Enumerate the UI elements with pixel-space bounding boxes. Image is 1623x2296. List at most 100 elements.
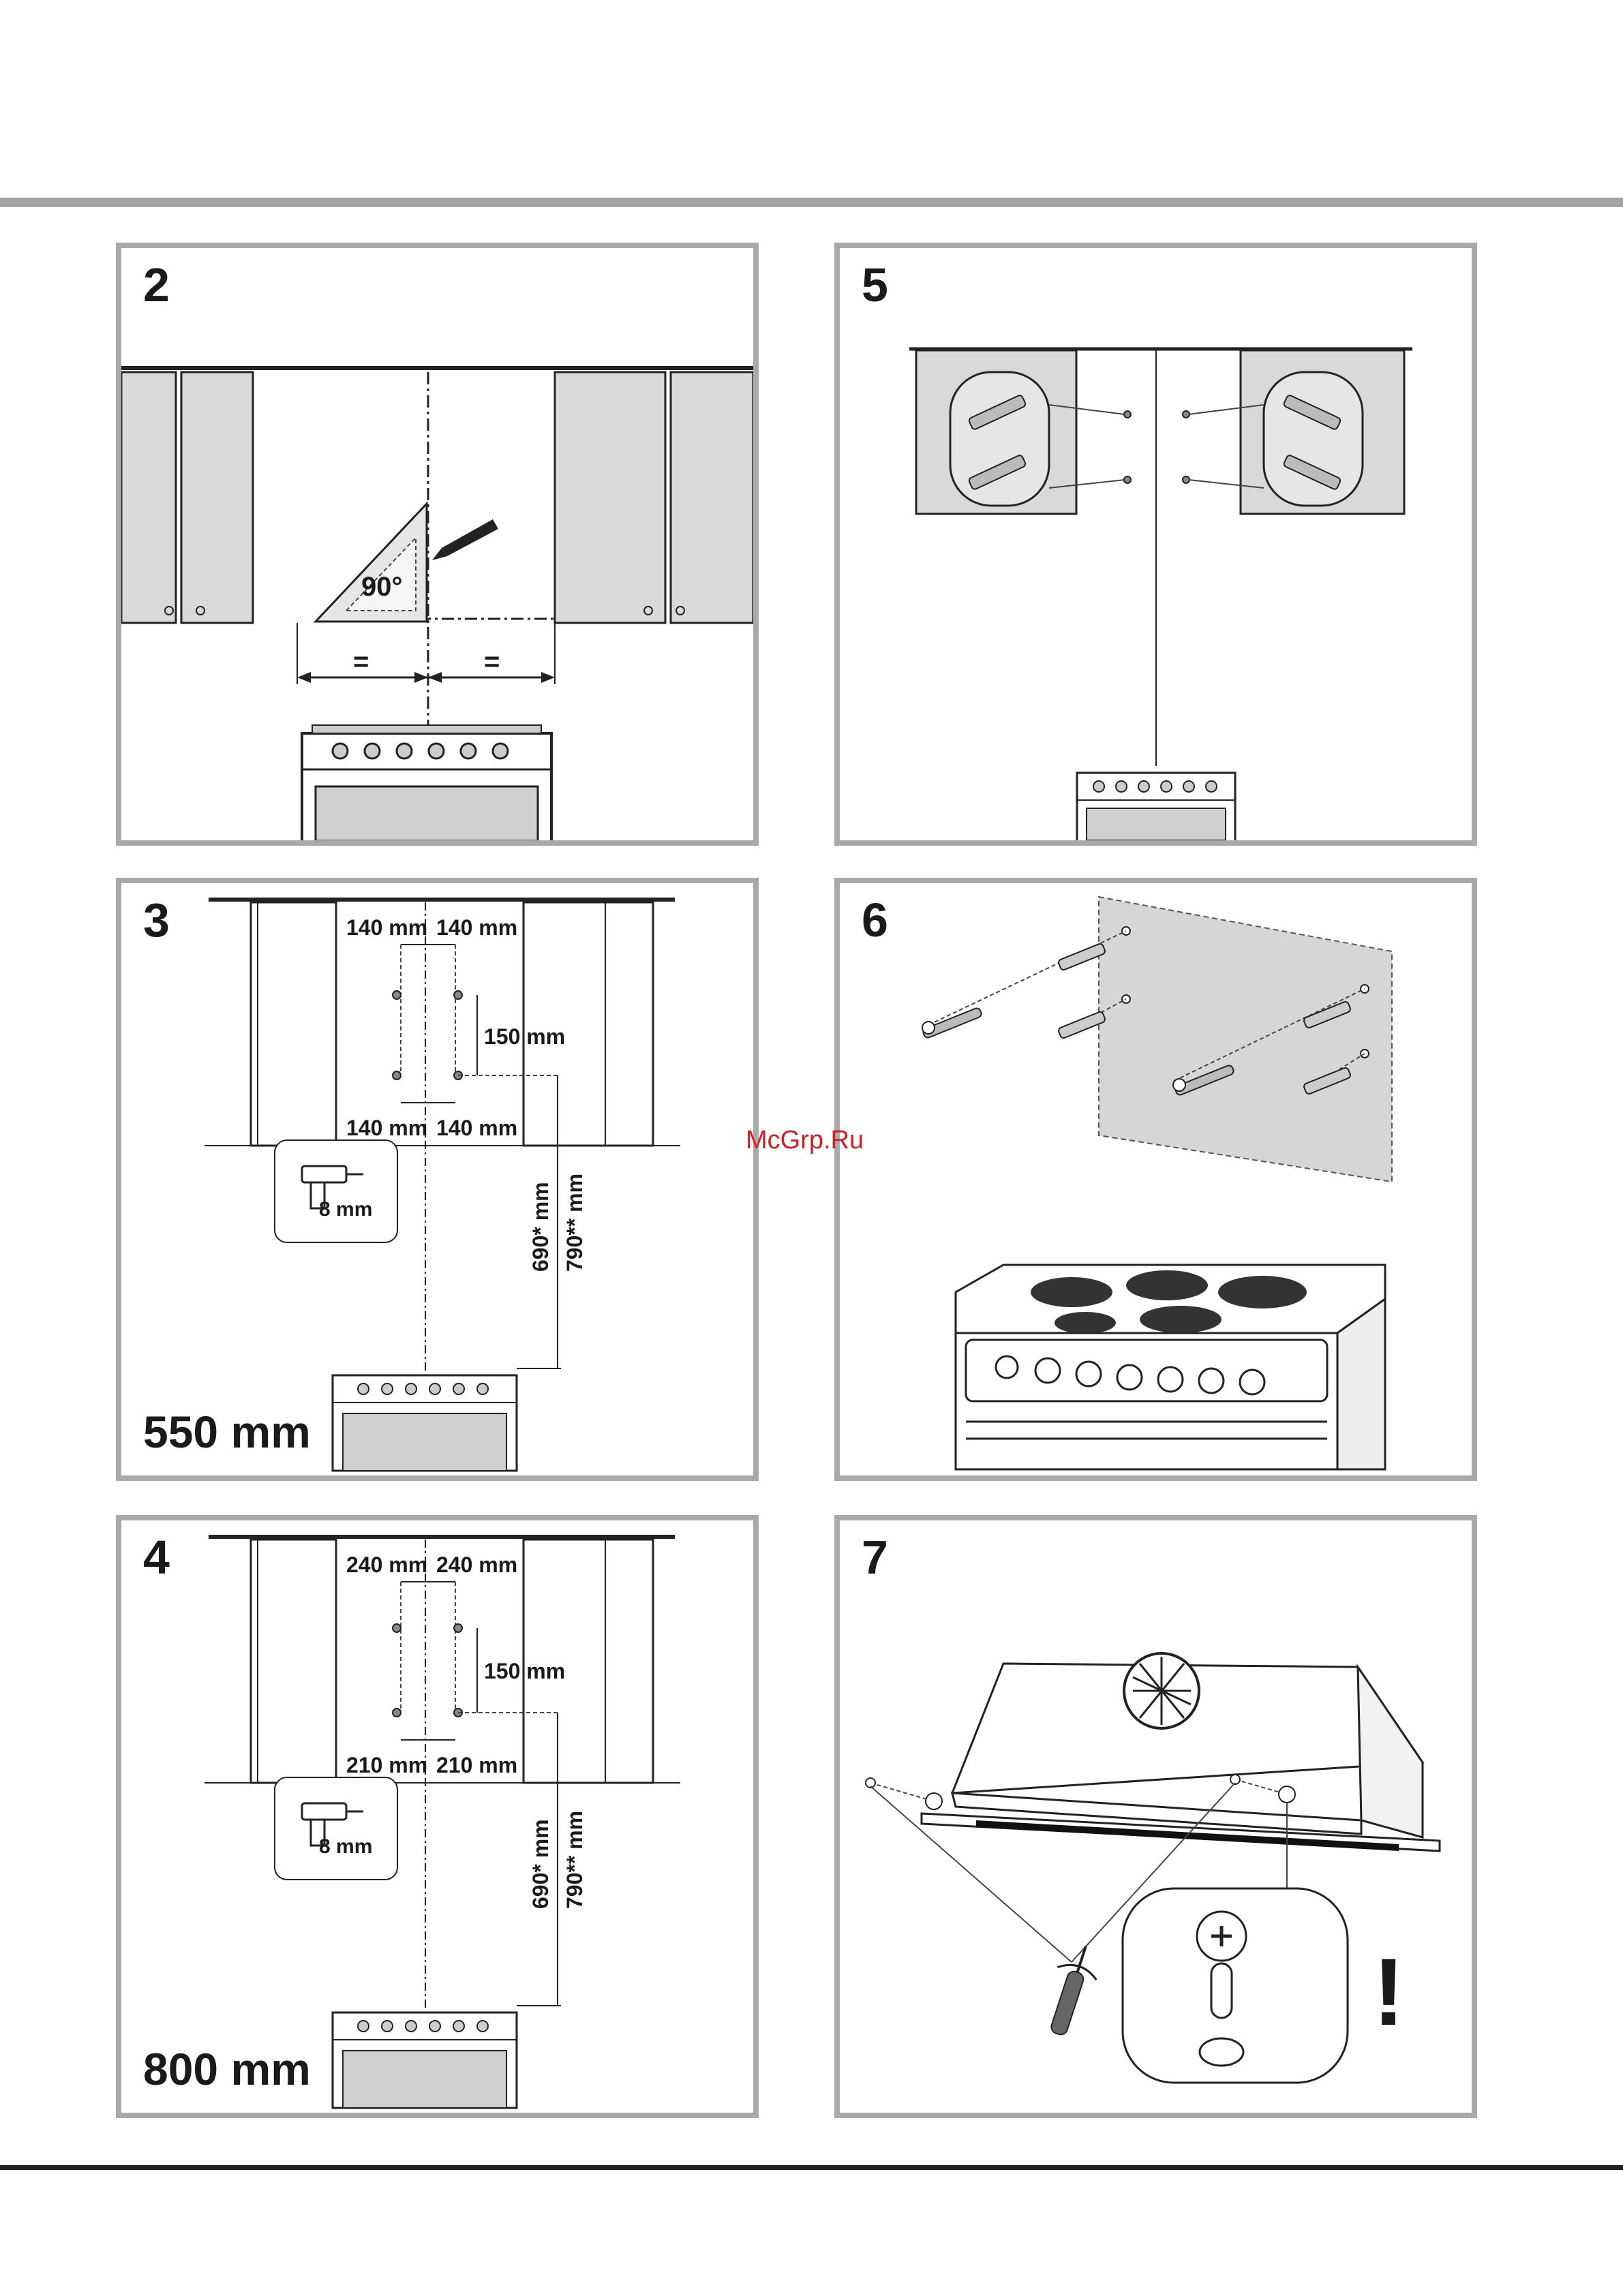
assembly-line bbox=[870, 1783, 934, 1801]
cooker-knob bbox=[1158, 1367, 1183, 1392]
screw-icon bbox=[922, 1007, 983, 1039]
wall-cabinet-left bbox=[251, 1540, 336, 1783]
arrow-head bbox=[428, 672, 442, 683]
wall-cabinet-left bbox=[251, 902, 336, 1146]
dim-bottom-right: 140 mm bbox=[436, 1116, 517, 1140]
watermark: McGrp.Ru bbox=[746, 1126, 864, 1155]
arrow-head bbox=[541, 672, 555, 683]
screw-fixing-diagram bbox=[840, 883, 1472, 1475]
arrow-head bbox=[297, 672, 311, 683]
cooker-knob bbox=[365, 744, 380, 759]
dim-height-b: 790** mm bbox=[562, 1174, 587, 1272]
cooker-knob bbox=[477, 2021, 488, 2032]
cooker-knob bbox=[996, 1356, 1018, 1378]
cooker-knob bbox=[1076, 1362, 1101, 1386]
cooker-knob bbox=[1117, 1365, 1142, 1390]
screw-head bbox=[1230, 1775, 1240, 1784]
cooker-knob bbox=[1093, 781, 1104, 792]
drill-hole bbox=[1124, 476, 1131, 483]
drill-hole bbox=[454, 1624, 462, 1632]
cooker-knob bbox=[1199, 1368, 1224, 1393]
cooker-knob bbox=[453, 2021, 464, 2032]
dim-bottom-right: 210 mm bbox=[436, 1753, 517, 1777]
panel-step-3: 3 550 mm 140 mm 140 mm 150 mm 140 mm 140… bbox=[116, 878, 759, 1481]
dim-vertical: 150 mm bbox=[484, 1659, 565, 1683]
panel-step-4: 4 800 mm 240 mm 240 mm 150 mm 210 mm 210… bbox=[116, 1515, 759, 2118]
cooker-knob bbox=[1206, 781, 1217, 792]
cooker-knob bbox=[429, 1383, 440, 1394]
drill-callout bbox=[275, 1777, 397, 1880]
dim-height-b: 790** mm bbox=[562, 1811, 587, 1909]
angle-label: 90° bbox=[361, 572, 403, 602]
arrow-head bbox=[414, 672, 428, 683]
cooker-knob bbox=[358, 2021, 369, 2032]
bottom-rule bbox=[0, 2165, 1623, 2170]
cooker-knob bbox=[1183, 781, 1194, 792]
drill-hole bbox=[1183, 411, 1189, 418]
dim-bottom-left: 210 mm bbox=[346, 1753, 427, 1777]
drilling-template-800: 240 mm 240 mm 150 mm 210 mm 210 mm 690* … bbox=[121, 1520, 753, 2113]
cooker-knob bbox=[1116, 781, 1127, 792]
dim-height-a: 690* mm bbox=[528, 1819, 553, 1909]
zoom-bubble-left bbox=[950, 372, 1049, 506]
wall-surface bbox=[1099, 897, 1392, 1182]
cooker-knob bbox=[429, 744, 444, 759]
dim-bottom-left: 140 mm bbox=[346, 1116, 427, 1140]
drill-hole bbox=[1183, 476, 1189, 483]
dim-top-right: 140 mm bbox=[436, 915, 517, 940]
screw-head bbox=[866, 1778, 875, 1788]
cooker-knob bbox=[461, 744, 476, 759]
equal-left-label: = bbox=[353, 647, 369, 677]
cooker-knob bbox=[358, 1383, 369, 1394]
cooker-knob bbox=[333, 744, 348, 759]
cooker-knob bbox=[382, 2021, 393, 2032]
drill-hole bbox=[393, 1709, 401, 1717]
cooker-knob bbox=[453, 1383, 464, 1394]
wall-cabinet-left-1 bbox=[121, 372, 176, 623]
oven-window bbox=[316, 786, 538, 840]
drill-hole bbox=[393, 991, 401, 999]
cooker-knob bbox=[382, 1383, 393, 1394]
screwdriver-icon bbox=[1038, 1940, 1106, 2040]
cooker-knob bbox=[1035, 1358, 1060, 1383]
panel-step-6: 6 bbox=[834, 878, 1477, 1481]
oven-window bbox=[1087, 808, 1226, 840]
oven-window bbox=[343, 2051, 506, 2108]
drill-hole bbox=[1124, 411, 1131, 418]
wall-plug-diagram bbox=[840, 248, 1472, 840]
drill-callout bbox=[275, 1140, 397, 1242]
panel-step-5: 5 bbox=[834, 243, 1477, 846]
drill-size: 8 mm bbox=[319, 1835, 372, 1858]
cooker-knob bbox=[1161, 781, 1172, 792]
drill-hole bbox=[454, 991, 462, 999]
drill-size: 8 mm bbox=[319, 1198, 372, 1221]
warning-icon: ! bbox=[1373, 1938, 1405, 2045]
cooker-knob bbox=[397, 744, 412, 759]
cooker-knob bbox=[406, 1383, 416, 1394]
panel-step-2: 2 90° = = bbox=[116, 243, 759, 846]
dim-height-a: 690* mm bbox=[528, 1182, 553, 1272]
cabinet-centering-diagram: 90° = = bbox=[121, 248, 753, 840]
drill-hole bbox=[393, 1624, 401, 1632]
cooker-knob bbox=[406, 2021, 416, 2032]
cooker-knob bbox=[1240, 1370, 1264, 1394]
oven-window bbox=[343, 1413, 506, 1471]
cooker-knob bbox=[493, 744, 508, 759]
dim-top-right: 240 mm bbox=[436, 1552, 517, 1577]
zoom-bubble-right bbox=[1264, 372, 1363, 506]
drill-hole bbox=[393, 1071, 401, 1080]
hood-side bbox=[1358, 1667, 1423, 1837]
wall-cabinet-left-2 bbox=[181, 372, 253, 623]
mount-hole bbox=[926, 1793, 942, 1809]
wall-cabinet-right-1 bbox=[555, 372, 665, 623]
dim-vertical: 150 mm bbox=[484, 1024, 565, 1049]
pencil-icon bbox=[432, 519, 498, 560]
dim-top-left: 140 mm bbox=[346, 915, 427, 940]
fan-outlet-icon bbox=[1124, 1653, 1199, 1728]
cooker-knob bbox=[429, 2021, 440, 2032]
mount-hole bbox=[1279, 1786, 1295, 1803]
top-rule bbox=[0, 198, 1623, 207]
cooker-top bbox=[312, 725, 541, 733]
control-panel bbox=[966, 1340, 1327, 1401]
equal-right-label: = bbox=[484, 647, 500, 677]
